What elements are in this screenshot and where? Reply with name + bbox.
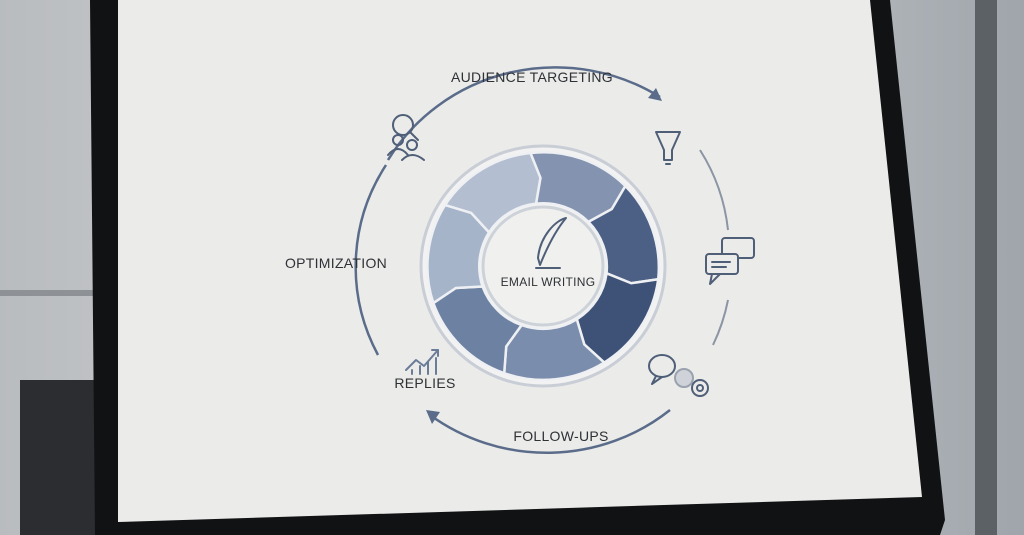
ring-segments <box>426 151 661 382</box>
lightbulb-icon <box>655 131 681 165</box>
background-shelf <box>0 290 100 296</box>
quill-icon <box>535 217 567 269</box>
arc-bottom <box>429 409 671 455</box>
center-label: EMAIL WRITING <box>501 275 596 289</box>
ring-segment <box>502 317 607 382</box>
step-label-optimization: OPTIMIZATION <box>285 255 387 271</box>
step-label-follow-ups: FOLLOW-UPS <box>513 428 608 444</box>
step-label-replies: REPLIES <box>394 375 455 391</box>
ring-segment <box>586 183 661 285</box>
chat-bubbles-icon <box>705 237 755 285</box>
audience-search-icon <box>387 114 425 161</box>
center-circle <box>481 205 605 327</box>
chat-gear-icon <box>648 354 709 397</box>
ring-segment <box>443 151 542 235</box>
step-label-audience-targeting: AUDIENCE TARGETING <box>451 69 613 85</box>
arc-top <box>386 66 661 161</box>
ring-segment <box>528 151 627 224</box>
email-cycle-diagram: EMAIL WRITING AUDIENCE TARGETING OPTIMIZ… <box>285 66 755 455</box>
background-pillar <box>975 0 997 535</box>
arrow-head-icon <box>648 88 662 101</box>
ring-segment <box>431 285 524 375</box>
ring-segment <box>426 203 491 306</box>
arrow-head-icon <box>426 410 440 424</box>
arc-left <box>354 164 388 356</box>
growth-chart-icon <box>405 349 439 375</box>
background-chair <box>20 380 100 535</box>
arc-right-lower <box>712 299 729 346</box>
ring-segment <box>575 271 660 365</box>
arc-right-upper <box>699 149 729 231</box>
